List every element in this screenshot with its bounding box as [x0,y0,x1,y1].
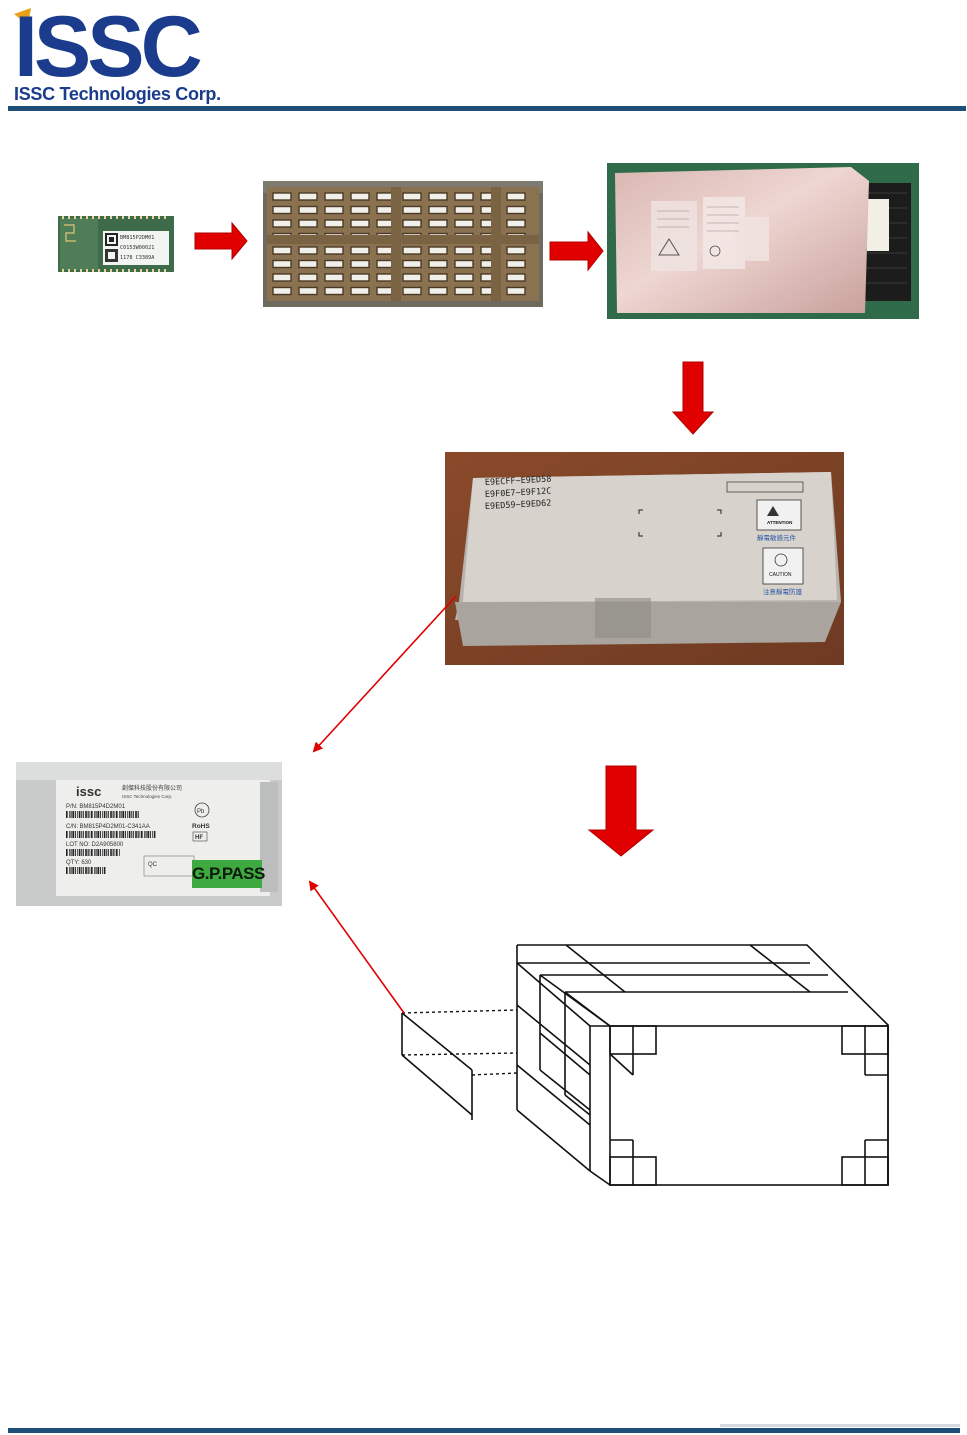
gp-pass-stamp: G.P.PASS [192,860,262,888]
label-rohs: RoHS [192,823,210,830]
module-line-2: C0153W00021 [120,245,154,251]
module-line-3: 1178 C3389A [120,255,155,261]
box-caution: CAUTION [769,572,792,578]
label-brand-cn: 創傑科技股份有限公司 [122,784,182,792]
footer-rule [8,1428,960,1433]
header-rule [8,106,966,111]
box-attention-cn: 靜電敏感元件 [757,533,797,542]
arrow-right-2 [550,232,603,270]
box-attention: ATTENTION [767,520,792,525]
label-qc: QC [148,862,158,868]
label-lot: LOT NO: D2A905800 [66,842,124,848]
tray-stack-photo [263,181,543,307]
arrow-down-1 [673,362,713,434]
arrow-right-1 [195,223,247,259]
label-qty: QTY: 630 [66,860,92,866]
label-cn: C/N: BM815P4D2M01-C341AA [66,824,150,830]
arrow-down-2 [589,766,653,856]
diagram-back-edge [517,945,888,1185]
logo-wordmark: ISSC [14,8,201,80]
label-hf: HF [195,835,203,841]
callout-line-box-to-label [314,596,456,751]
module-photo: BM815P2DM01 C0153W00021 1178 C3389A [56,213,176,275]
label-brand: issc [76,784,101,799]
label-pn: P/N: BM815P4D2M01 [66,804,126,810]
carton-assembly-diagram [380,935,910,1205]
carton-label-photo: issc 創傑科技股份有限公司 ISSC Technologies Corp. … [16,762,282,906]
diagram-front-face [610,1026,888,1185]
label-pb: Pb [197,809,205,815]
company-name: ISSC Technologies Corp. [14,82,224,106]
issc-logo: ISSC [14,8,214,80]
box-caution-cn: 注意靜電防護 [763,587,803,596]
footer-rule-accent [720,1424,960,1427]
inner-box-photo: E9ECFF~E9ED58 E9F0E7~E9F12C E9ED59~E9ED6… [445,452,844,665]
module-part-no: BM815P2DM01 [120,235,154,241]
esd-bag-photo [607,163,919,319]
label-brand-en: ISSC Technologies Corp. [122,794,172,799]
